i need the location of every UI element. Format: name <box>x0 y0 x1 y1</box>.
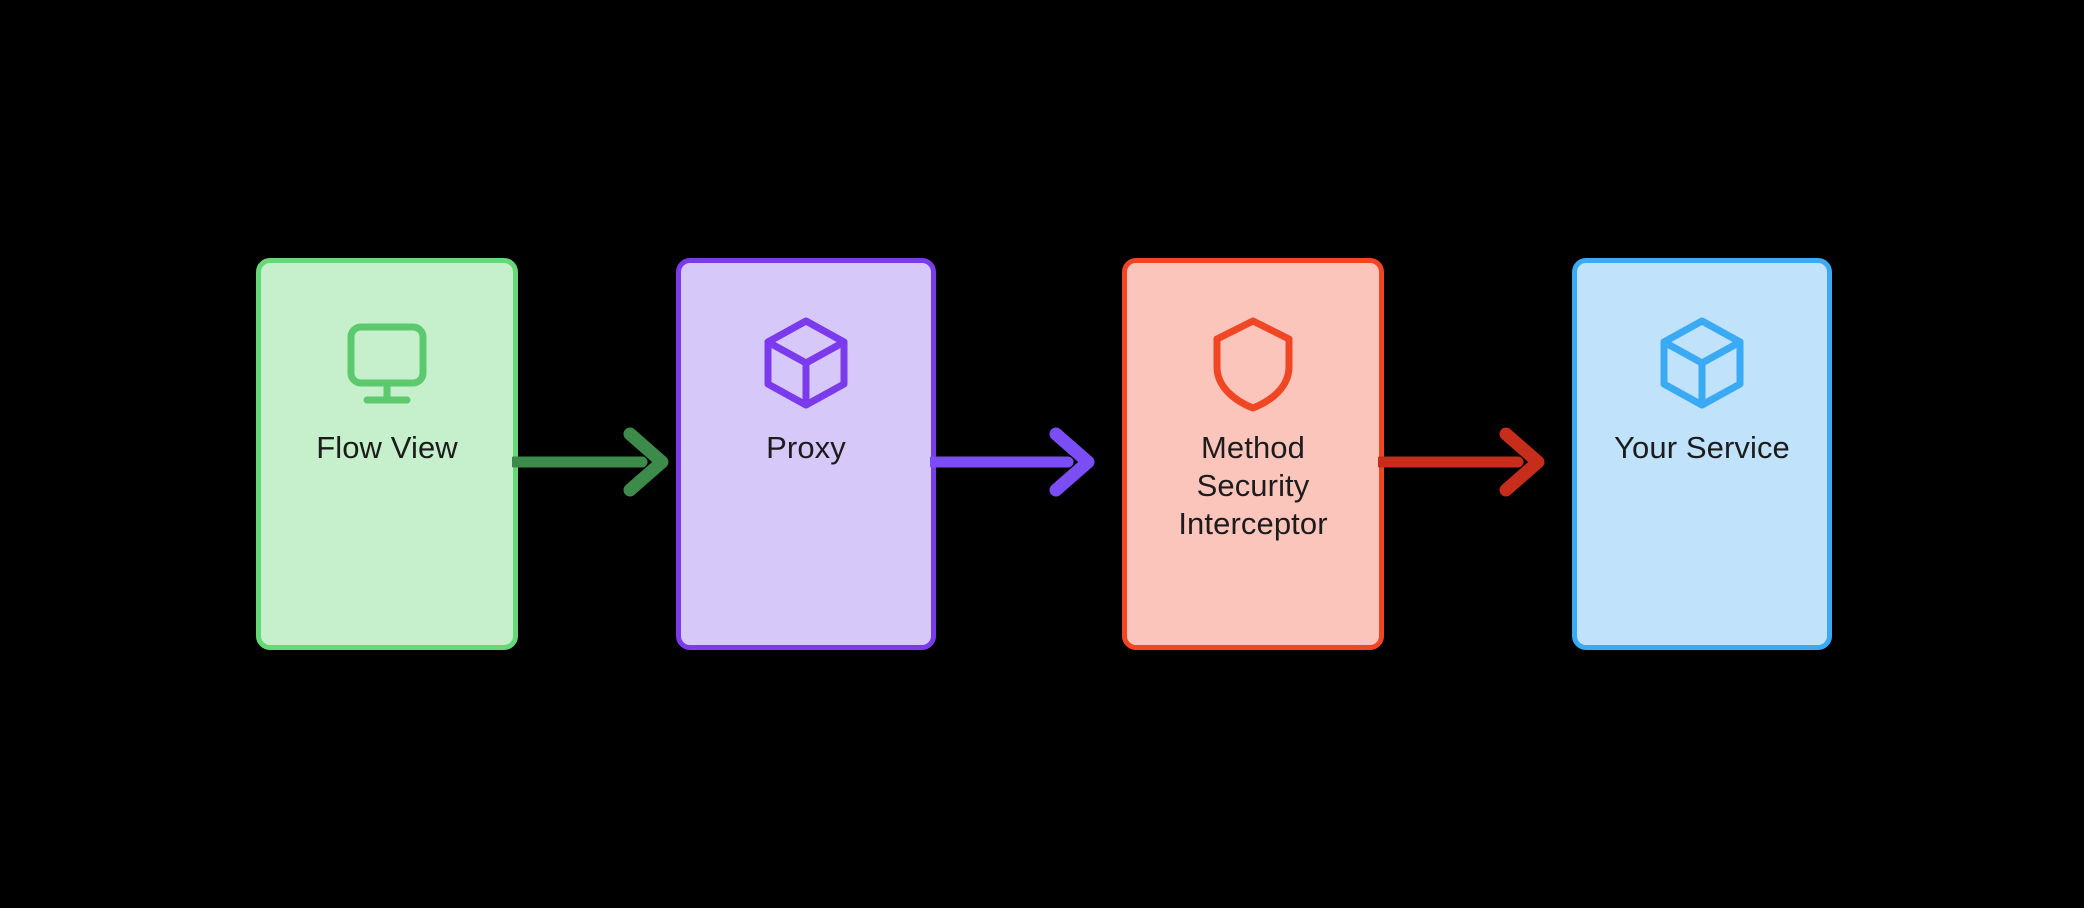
diagram-arrow-method-security-interceptor-to-your-service <box>1378 427 1545 497</box>
diagram-node-method-security-interceptor[interactable]: Method Security Interceptor <box>1122 258 1384 650</box>
node-label: Flow View <box>316 430 458 465</box>
diagram-arrow-flow-view-to-proxy <box>512 427 669 497</box>
diagram-node-flow-view[interactable]: Flow View <box>256 258 518 650</box>
node-label: Proxy <box>766 430 846 465</box>
diagram-node-your-service[interactable]: Your Service <box>1572 258 1832 650</box>
shield-icon <box>1199 309 1307 417</box>
monitor-icon <box>333 309 441 417</box>
diagram-arrow-proxy-to-method-security-interceptor <box>930 427 1095 497</box>
diagram-node-proxy[interactable]: Proxy <box>676 258 936 650</box>
node-label: Your Service <box>1614 430 1790 465</box>
cube-icon <box>752 309 860 417</box>
node-label: Method Security Interceptor <box>1178 430 1328 541</box>
cube-icon <box>1648 309 1756 417</box>
